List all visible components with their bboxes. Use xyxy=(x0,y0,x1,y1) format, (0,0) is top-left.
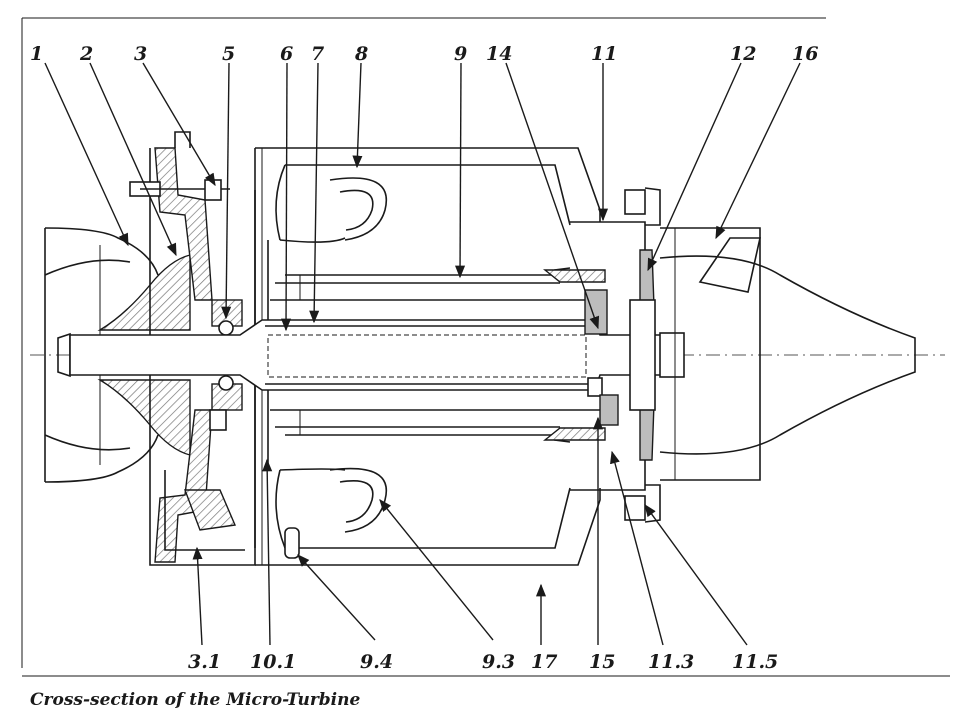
sheet-frame xyxy=(21,17,950,677)
callout-16: 16 xyxy=(792,43,818,65)
figure-caption: Cross-section of the Micro-Turbine xyxy=(30,690,361,710)
callouts-top: 1 2 3 5 6 7 8 9 14 11 12 16 xyxy=(30,43,818,65)
callout-9: 9 xyxy=(454,43,467,65)
front-bearing xyxy=(209,299,243,431)
callout-11-3: 11.3 xyxy=(648,651,694,673)
callout-1: 1 xyxy=(30,43,43,65)
callout-8: 8 xyxy=(354,43,368,65)
callout-10-1: 10.1 xyxy=(250,651,296,673)
callout-12: 12 xyxy=(730,43,756,65)
callout-2: 2 xyxy=(79,43,93,65)
exhaust-nozzle xyxy=(659,227,916,481)
callout-5: 5 xyxy=(222,43,235,65)
callout-6: 6 xyxy=(280,43,293,65)
callout-11: 11 xyxy=(591,43,617,65)
leader-lines xyxy=(44,62,801,646)
callout-9-4: 9.4 xyxy=(360,651,393,673)
callout-14: 14 xyxy=(486,43,512,65)
callout-17: 17 xyxy=(531,651,557,673)
callout-3: 3 xyxy=(134,43,147,65)
callouts-bottom: 3.1 10.1 9.4 9.3 17 15 11.3 11.5 xyxy=(188,651,778,673)
turbine-wheel xyxy=(629,249,656,461)
callout-9-3: 9.3 xyxy=(482,651,515,673)
shaft-assembly xyxy=(57,282,685,428)
callout-11-5: 11.5 xyxy=(732,651,778,673)
callout-7: 7 xyxy=(311,43,324,65)
callout-3-1: 3.1 xyxy=(188,651,221,673)
callout-15: 15 xyxy=(589,651,615,673)
